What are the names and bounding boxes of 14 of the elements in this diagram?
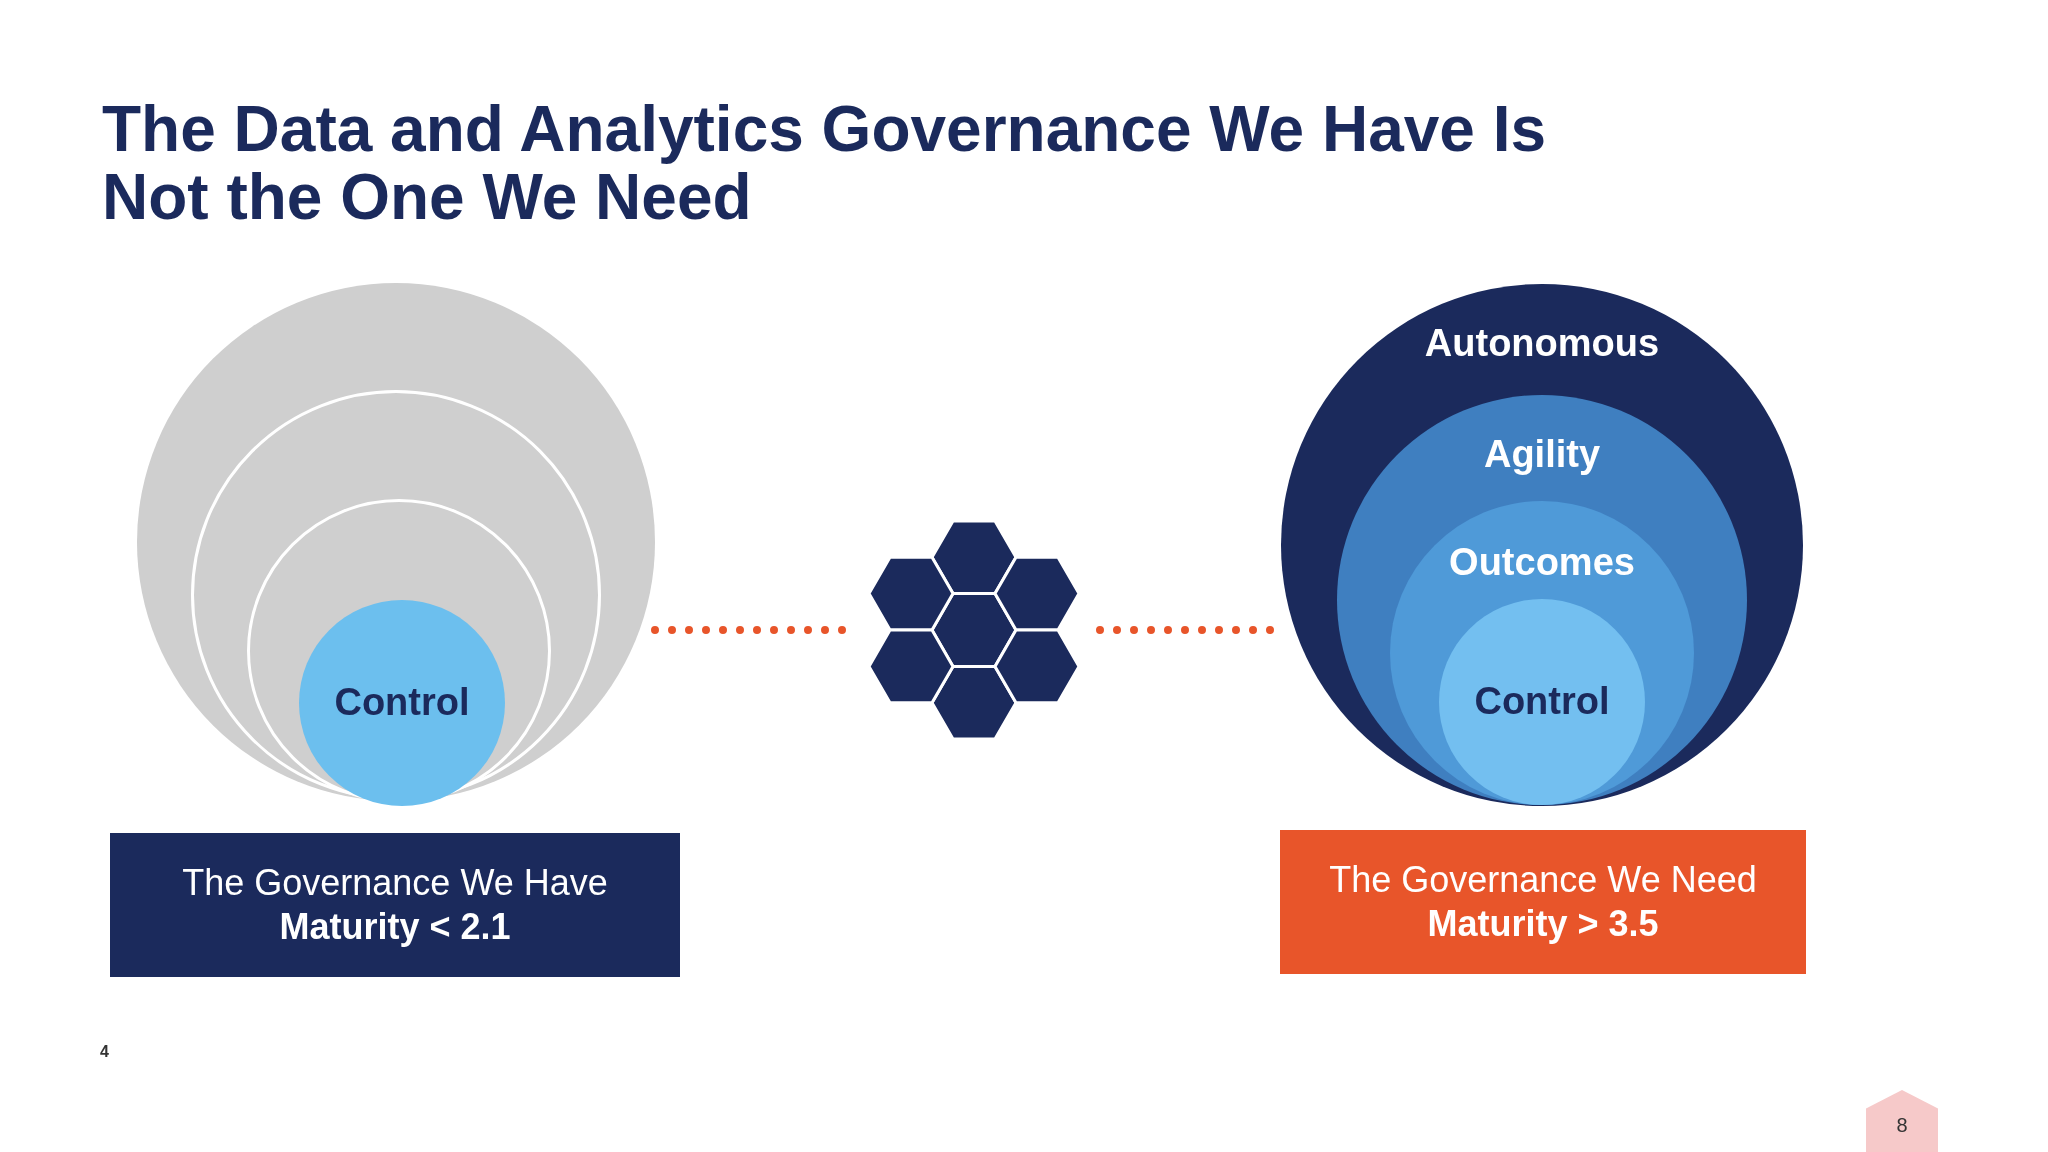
circle-label: Control xyxy=(333,681,471,724)
slide-title: The Data and Analytics Governance We Have Is Not the One We Need xyxy=(102,95,1548,231)
page-number-tab: 8 xyxy=(1866,1090,1938,1152)
banner-heading: The Governance We Have xyxy=(181,861,609,905)
banner-heading: The Governance We Need xyxy=(1328,858,1758,902)
maturity-value: Maturity > 3.5 xyxy=(1426,902,1660,946)
label-banner xyxy=(1280,830,1806,974)
circle-label: Outcomes xyxy=(1448,541,1636,584)
circle-label: Agility xyxy=(1482,433,1602,476)
page-number: 4 xyxy=(100,1043,109,1061)
label-banner xyxy=(110,833,680,977)
circle-label: Autonomous xyxy=(1423,322,1661,365)
circle-label: Control xyxy=(1473,680,1611,723)
maturity-value: Maturity < 2.1 xyxy=(278,905,512,949)
